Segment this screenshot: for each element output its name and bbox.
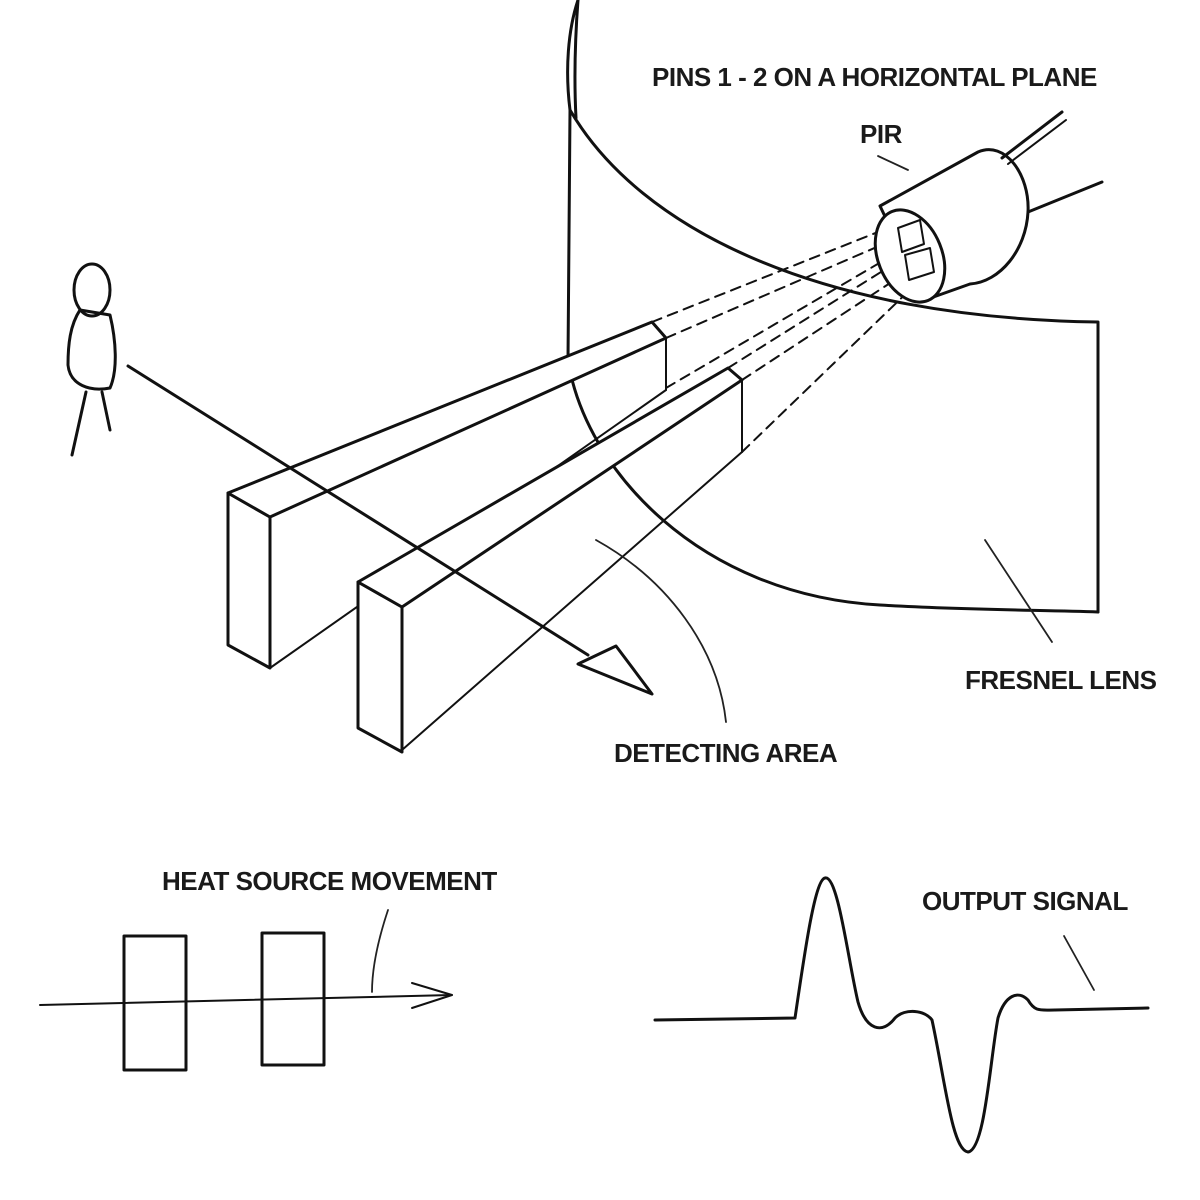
pins-label: PINS 1 - 2 ON A HORIZONTAL PLANE (652, 62, 1097, 92)
heat-source-movement-label: HEAT SOURCE MOVEMENT (162, 866, 497, 896)
detection-zone-block-1 (226, 320, 668, 670)
pir-sensor (873, 110, 1104, 304)
heat-source-schematic (39, 931, 453, 1072)
pir-leader (877, 155, 909, 171)
heat-source-leader (371, 909, 389, 993)
fresnel-leader (984, 539, 1053, 643)
pir-label: PIR (860, 119, 903, 149)
detection-zone-block-2 (356, 366, 744, 754)
output-signal-leader (1063, 935, 1095, 991)
detecting-area-leader (595, 539, 727, 723)
fresnel-lens-label: FRESNEL LENS (965, 665, 1157, 695)
output-signal-label: OUTPUT SIGNAL (922, 886, 1128, 916)
movement-arrow (126, 364, 654, 696)
person-figure (66, 262, 117, 457)
output-signal-waveform (653, 876, 1150, 1154)
detecting-area-label: DETECTING AREA (614, 738, 838, 768)
